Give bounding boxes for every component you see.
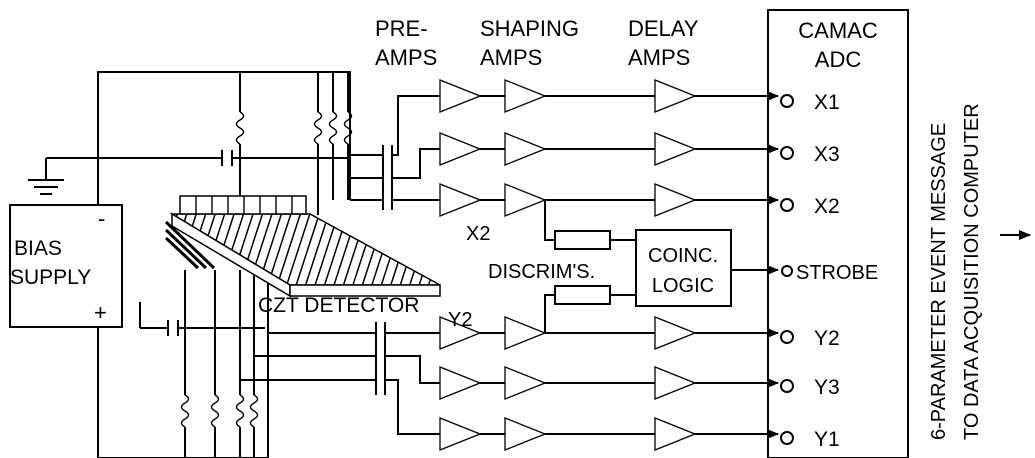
- y2-tap-label: Y2: [448, 309, 472, 331]
- input-coupling: [240, 95, 440, 435]
- coincidence-logic-box: [635, 229, 732, 307]
- bias-supply-box: [9, 204, 123, 328]
- shaping-amps-label-line1: SHAPING: [480, 16, 579, 41]
- shaping-amps-label-line2: AMPS: [480, 45, 542, 70]
- camac-label: CAMAC: [798, 18, 878, 43]
- y1-chain: [439, 417, 779, 451]
- channel-x3-label: X3: [814, 143, 840, 166]
- delay-amps-label-line2: AMPS: [628, 45, 690, 70]
- x2-chain: [439, 183, 779, 241]
- event-message-line2: TO DATA ACQUISITION COMPUTER: [961, 103, 983, 440]
- coinc-label-line2: LOGIC: [652, 275, 714, 297]
- camac-adc-box: [767, 9, 909, 458]
- channel-x2-label: X2: [814, 195, 840, 218]
- x1-chain: [439, 79, 779, 113]
- bias-plus-sign: +: [94, 300, 107, 325]
- channel-strobe-label: STROBE: [796, 262, 878, 284]
- discrims-label: DISCRIM'S.: [488, 261, 595, 283]
- y2-chain: [439, 294, 779, 350]
- bias-minus-sign: -: [98, 206, 105, 231]
- y3-chain: [439, 366, 779, 400]
- top-bias-resistors: [235, 72, 353, 200]
- adc-label: ADC: [815, 47, 862, 72]
- event-message-line1: 6-PARAMETER EVENT MESSAGE: [928, 123, 950, 440]
- channel-y1-label: Y1: [814, 428, 840, 451]
- ground-symbol: [28, 158, 64, 195]
- adc-inputs: [780, 94, 794, 445]
- channel-y2-label: Y2: [814, 327, 840, 350]
- czt-detector: [164, 195, 441, 298]
- preamps-label-line2: AMPS: [375, 45, 437, 70]
- discriminators: [554, 230, 636, 305]
- x2-tap-label: X2: [466, 223, 490, 245]
- bias-label: BIAS: [14, 237, 62, 260]
- x3-chain: [439, 132, 779, 166]
- channel-y3-label: Y3: [814, 376, 840, 399]
- coinc-label-line1: COINC.: [648, 245, 718, 267]
- channel-x1-label: X1: [814, 91, 840, 114]
- bottom-bias-resistors: [180, 270, 269, 458]
- bias-wiring: [46, 71, 351, 458]
- preamps-label-line1: PRE-: [375, 16, 428, 41]
- delay-amps-label-line1: DELAY: [628, 16, 699, 41]
- supply-label-text: SUPPLY: [10, 266, 91, 289]
- czt-detector-label: CZT DETECTOR: [258, 294, 419, 317]
